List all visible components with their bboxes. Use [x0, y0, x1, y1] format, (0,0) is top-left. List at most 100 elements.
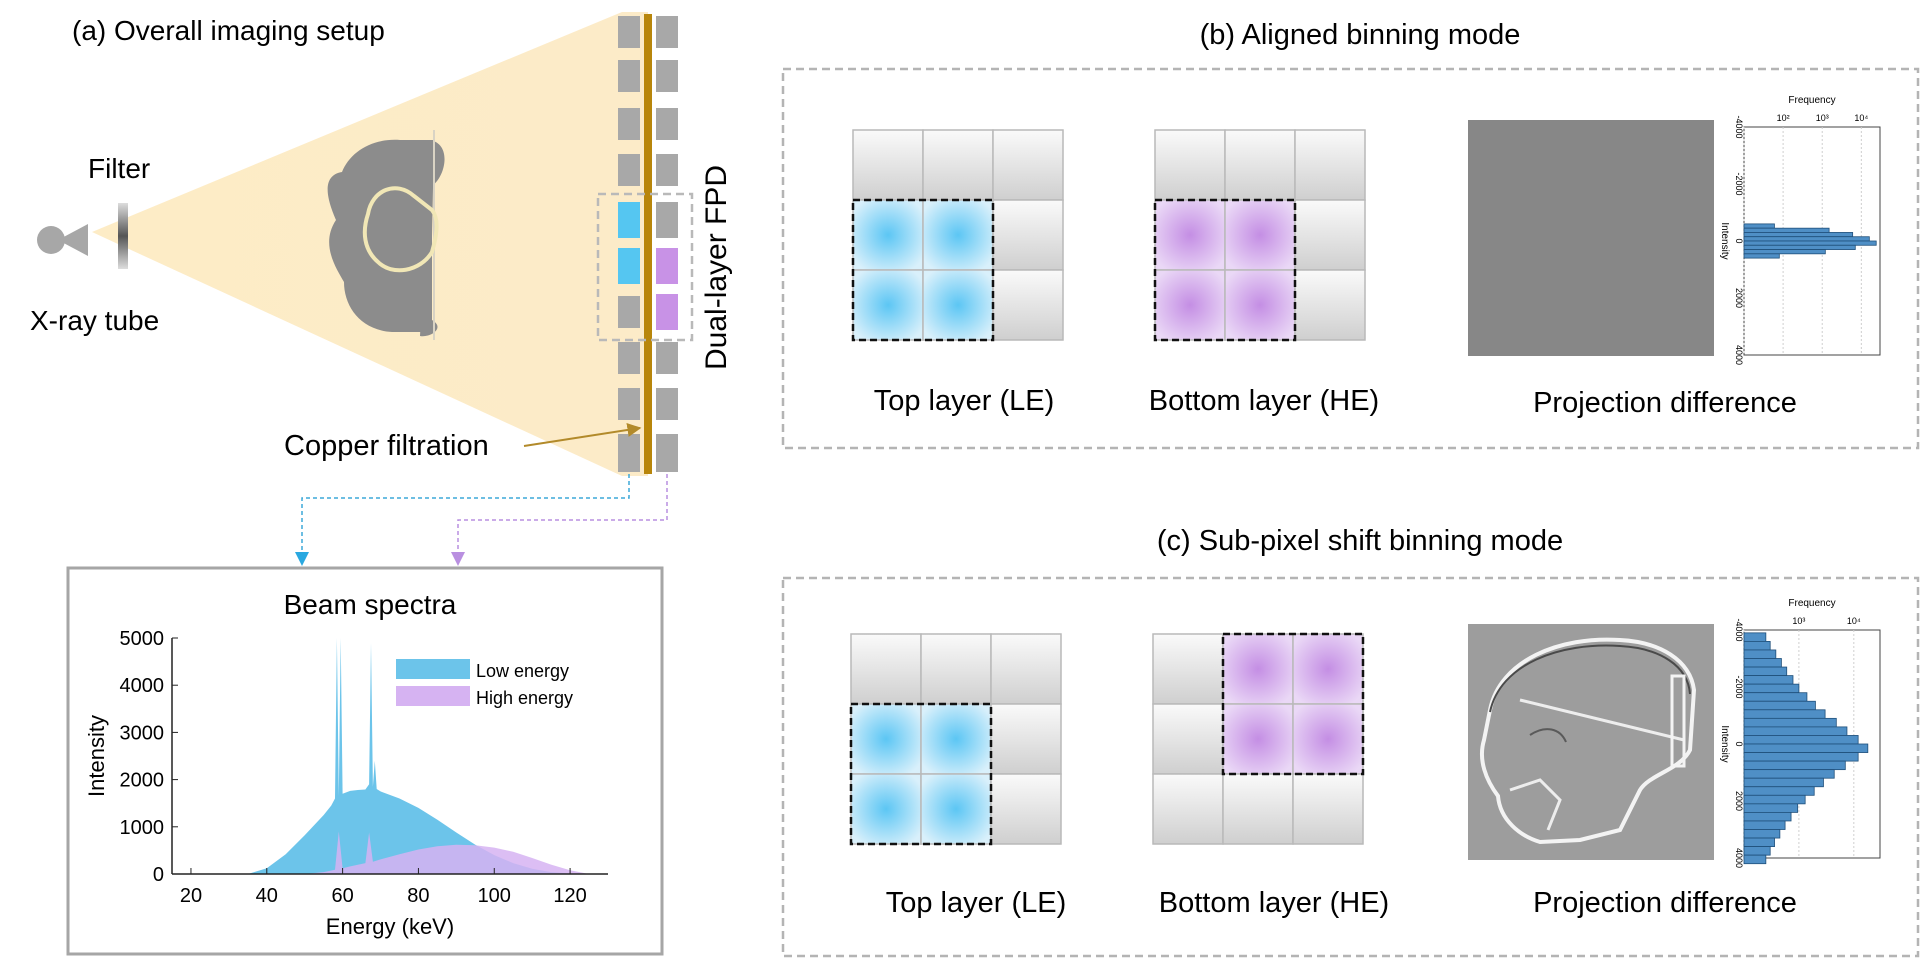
spectra-frame — [66, 566, 664, 956]
histogram-bar — [1743, 641, 1771, 651]
histogram-bar — [1743, 244, 1856, 250]
legend-swatch-high — [396, 686, 470, 706]
binned-pixel — [1292, 703, 1364, 775]
histogram-bar — [1743, 692, 1808, 702]
binning-box — [851, 198, 995, 342]
histogram-bar — [1743, 700, 1816, 711]
histogram-x-tick: 10⁴ — [1847, 616, 1861, 626]
binned-pixel — [850, 773, 922, 845]
spectra-title: Beam spectra — [284, 589, 457, 620]
pixel — [1222, 773, 1294, 845]
binned-pixel — [850, 703, 922, 775]
pixel — [922, 129, 994, 201]
histogram-y-tick: -4000 — [1734, 618, 1744, 641]
histogram-y-tick: -2000 — [1734, 675, 1744, 698]
histogram-y-label: Intensity — [1719, 725, 1730, 762]
y-tick-label: 3000 — [120, 722, 165, 744]
binned-pixel — [1292, 633, 1364, 705]
histogram-bar — [1743, 769, 1835, 779]
histogram-bar — [1743, 675, 1794, 685]
pixel — [850, 633, 922, 705]
x-tick-label: 40 — [256, 885, 278, 907]
x-tick-label: 60 — [331, 885, 353, 907]
top-layer-grid — [849, 633, 1062, 846]
binning-box — [1153, 198, 1297, 342]
head-phantom-icon — [327, 130, 445, 340]
panel-c: (c) Sub-pixel shift binning mode Frequen… — [781, 525, 1920, 958]
binning-box — [1221, 632, 1365, 776]
filter-icon — [118, 203, 128, 269]
bottom-layer-grid — [1152, 632, 1365, 845]
histogram-bar — [1743, 794, 1806, 805]
histogram-bar — [1743, 709, 1826, 719]
histogram-y-tick: 4000 — [1734, 345, 1744, 365]
spectra-connectors — [295, 474, 668, 566]
histogram-x-label: Frequency — [1788, 598, 1835, 609]
histogram-y-tick: 2000 — [1734, 791, 1744, 811]
histogram-y-tick: 0 — [1734, 238, 1744, 243]
binned-pixel — [1222, 703, 1294, 775]
legend-label-low: Low energy — [476, 661, 569, 681]
projection-difference-label: Projection difference — [1533, 887, 1797, 919]
histogram-bar — [1743, 227, 1830, 233]
spectrum-area-low — [247, 638, 590, 874]
bottom-layer-label: Bottom layer (HE) — [1159, 887, 1389, 919]
histogram-x-tick: 10⁴ — [1854, 113, 1868, 123]
x-tick-label: 80 — [407, 885, 429, 907]
pixel — [1294, 269, 1366, 341]
histogram-x-label: Frequency — [1788, 95, 1835, 106]
projection-difference-image — [1468, 120, 1714, 356]
binned-pixel — [922, 199, 994, 271]
y-tick-label: 4000 — [120, 675, 165, 697]
histogram-bar — [1743, 658, 1782, 668]
binned-pixel — [920, 773, 992, 845]
binned-pixel — [852, 269, 924, 341]
top-layer-pixels — [618, 16, 640, 472]
histogram-y-tick: -4000 — [1734, 115, 1744, 138]
projection-difference-image — [1468, 624, 1714, 860]
histogram-bar — [1743, 223, 1775, 229]
histogram-y-tick: -2000 — [1734, 172, 1744, 195]
pixel — [1152, 773, 1224, 845]
pixel — [1294, 129, 1366, 201]
dual-layer-detector — [596, 14, 694, 474]
detector-label: Dual-layer FPD — [700, 165, 733, 370]
histogram-bar — [1743, 786, 1815, 796]
histogram-y-label: Intensity — [1719, 222, 1730, 259]
pixel — [992, 199, 1064, 271]
copper-label: Copper filtration — [284, 430, 489, 462]
binning-highlight-box — [596, 192, 694, 342]
histogram-bar — [1743, 760, 1846, 771]
histogram-bar — [1743, 649, 1777, 659]
histogram-bar — [1743, 236, 1870, 242]
bottom-layer-label: Bottom layer (HE) — [1149, 385, 1379, 417]
top-layer-label: Top layer (LE) — [886, 887, 1067, 919]
pixel — [992, 269, 1064, 341]
y-tick-label: 2000 — [120, 770, 165, 792]
binned-pixel — [1224, 269, 1296, 341]
histogram-bar — [1743, 829, 1781, 839]
histogram-bar — [1743, 812, 1792, 822]
pixel — [990, 703, 1062, 775]
histogram-bar — [1743, 735, 1859, 745]
panel-a: (a) Overall imaging setup X-ray tube Fil… — [30, 12, 733, 566]
xray-tube-label: X-ray tube — [30, 305, 159, 336]
histogram-bar — [1743, 743, 1869, 753]
pixel — [1224, 129, 1296, 201]
pixel — [1294, 199, 1366, 271]
binned-pixel — [1222, 633, 1294, 705]
panel-a-title: (a) Overall imaging setup — [72, 15, 385, 46]
top-layer-grid — [851, 129, 1064, 342]
legend-label-high: High energy — [476, 688, 573, 708]
legend-swatch-low — [396, 659, 470, 679]
histogram-bar — [1743, 240, 1877, 246]
pixel — [1152, 633, 1224, 705]
histogram-bar — [1743, 232, 1854, 238]
y-tick-label: 5000 — [120, 628, 165, 650]
binned-pixel — [852, 199, 924, 271]
y-axis-label: Intensity — [84, 715, 109, 797]
